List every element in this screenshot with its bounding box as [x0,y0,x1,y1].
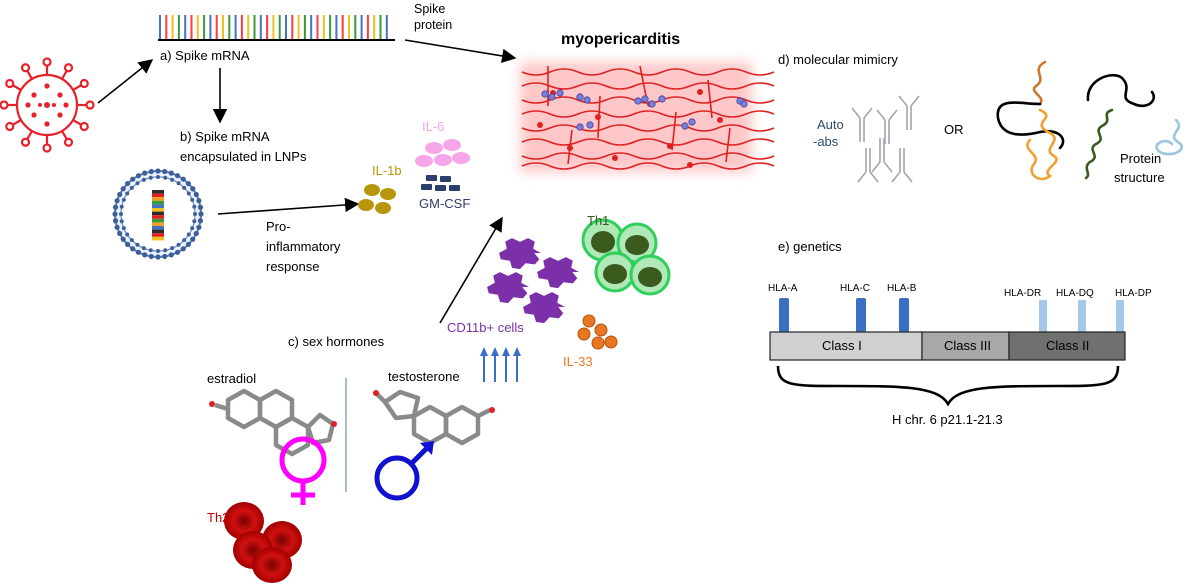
label-myopericarditis: myopericarditis [561,31,681,48]
label-encapsulated-2: encapsulated in LNPs [180,149,307,164]
label-protein-structure-1: Protein [1120,151,1162,166]
hla-gene-markers [779,298,1124,332]
pathway-arrows [97,39,517,324]
label-genetics: e) genetics [778,239,842,254]
label-class3: Class III [944,338,991,353]
testosterone-oxygen [489,407,495,413]
gmcsf-cytokines [421,175,460,191]
antibody-icon [851,95,920,183]
label-hla-dp: HLA-DP [1115,288,1152,299]
male-arrowhead [420,441,434,455]
th2-cells [224,502,302,583]
male-symbol-icon [374,443,432,501]
label-proinflammatory-2: inflammatory [266,239,341,254]
label-autoabs-1: Auto [817,117,844,132]
testosterone-molecule-icon [375,389,492,446]
label-hla-b: HLA-B [887,283,917,294]
label-il1b: IL-1b [372,163,402,178]
label-hla-dr: HLA-DR [1004,288,1042,299]
label-molecular-mimicry: d) molecular mimicry [778,52,898,67]
label-chromosome: H chr. 6 p21.1-21.3 [892,412,1003,427]
label-th1: Th1 [587,213,610,228]
label-protein-structure-2: structure [1114,170,1165,185]
protein-structure-icon [996,60,1183,181]
label-th2: Th2 [207,510,230,525]
mrna-strand-icon [158,15,395,41]
label-class2: Class II [1046,338,1090,353]
label-spike-protein-2: protein [414,18,453,32]
increase-arrows-icon [480,347,521,382]
label-encapsulated-1: b) Spike mRNA [180,129,270,144]
label-hla-dq: HLA-DQ [1056,288,1094,299]
label-il6: IL-6 [422,119,445,134]
label-or: OR [944,122,964,137]
label-hla-c: HLA-C [840,283,871,294]
cd11b-cells [487,238,579,324]
label-testosterone: testosterone [388,369,460,384]
il6-cytokines [415,139,470,167]
label-gmcsf: GM-CSF [419,196,471,211]
label-spike-mrna: a) Spike mRNA [160,48,250,63]
label-proinflammatory-1: Pro- [266,219,291,234]
label-proinflammatory-3: response [266,259,320,274]
virus-icon [0,57,95,153]
estradiol-oxygen [209,401,215,407]
lipid-nanoparticle-icon [112,168,204,260]
label-autoabs-2: -abs [813,134,839,149]
chromosome-bar [769,331,1126,361]
estradiol-oxygen [331,421,337,427]
heart-tissue-icon [520,62,775,172]
testosterone-oxygen [373,390,379,396]
female-symbol-icon [279,436,327,505]
brace-icon [776,365,1120,407]
label-cd11b: CD11b+ cells [447,320,524,335]
label-estradiol: estradiol [207,371,257,386]
th1-cells [581,218,671,296]
il33-cytokines [577,314,618,350]
label-class1: Class I [822,338,862,353]
il1b-cytokines [358,184,396,214]
label-hla-a: HLA-A [768,283,798,294]
label-il33: IL-33 [563,354,593,369]
label-spike-protein-1: Spike [414,2,446,16]
label-sex-hormones: c) sex hormones [288,334,385,349]
